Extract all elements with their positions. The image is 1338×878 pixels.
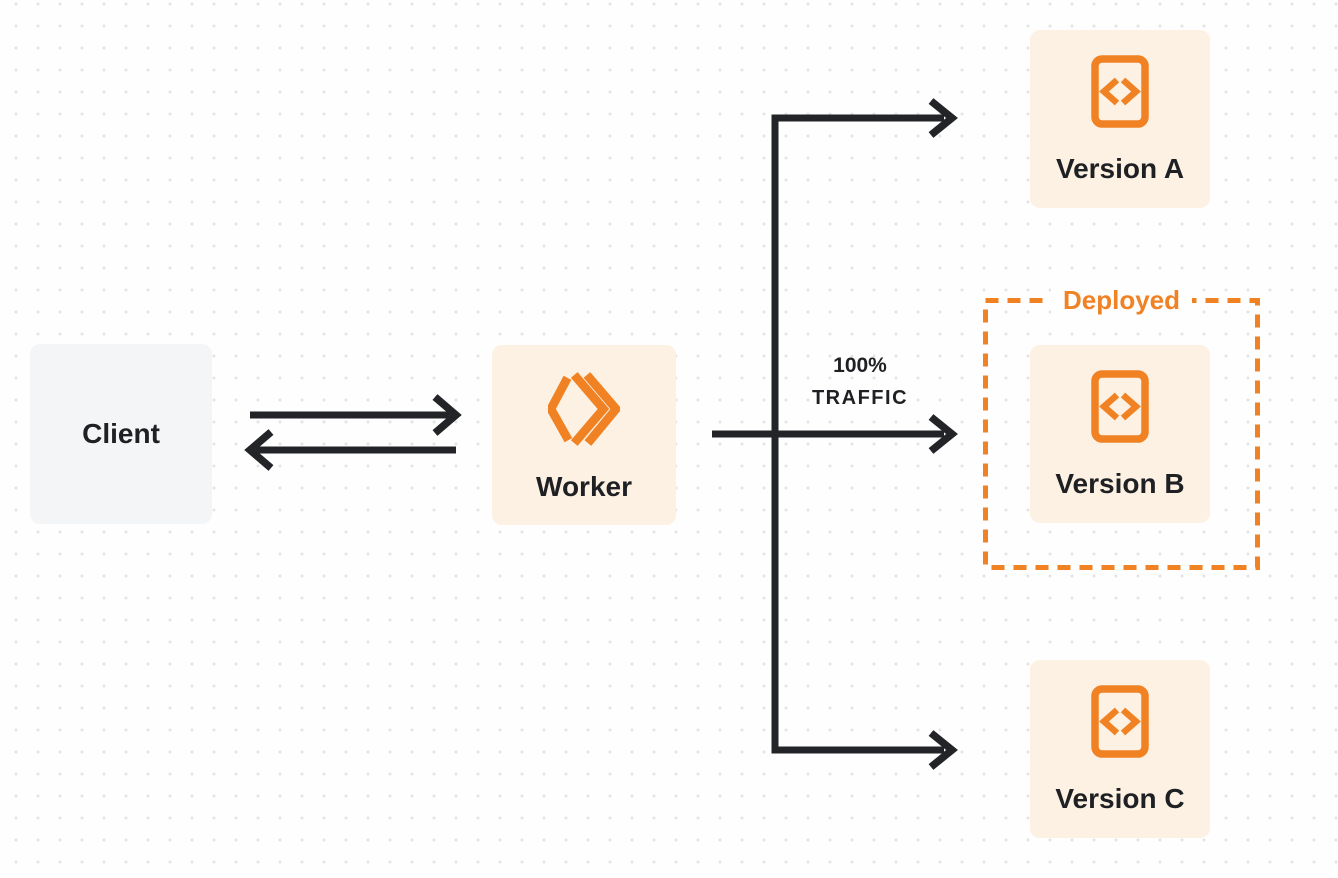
client-to-worker-arrow xyxy=(250,394,462,436)
arrowhead-version-a xyxy=(928,98,958,138)
arrowhead-version-c xyxy=(928,730,958,770)
traffic-annotation: 100% TRAFFIC xyxy=(780,349,940,415)
deployed-tag: Deployed xyxy=(1050,283,1193,317)
node-client: Client xyxy=(30,344,212,524)
traffic-word: TRAFFIC xyxy=(811,387,909,409)
arrowhead-version-b xyxy=(928,414,958,454)
code-file-icon xyxy=(1091,685,1149,758)
client-label: Client xyxy=(82,418,160,449)
node-version-c: Version C xyxy=(1030,660,1210,838)
code-file-icon xyxy=(1091,370,1149,443)
deployed-tag-wrap: Deployed xyxy=(985,283,1258,334)
worker-to-client-arrow xyxy=(244,429,456,471)
node-version-a: Version A xyxy=(1030,30,1210,208)
traffic-percent: 100% xyxy=(833,354,887,377)
version-c-label: Version C xyxy=(1055,783,1185,814)
worker-branch-lines xyxy=(712,114,944,754)
version-b-label: Version B xyxy=(1055,468,1185,499)
node-worker: Worker xyxy=(492,345,676,525)
worker-label: Worker xyxy=(536,471,632,502)
version-a-label: Version A xyxy=(1055,153,1185,184)
node-version-b: Version B xyxy=(1030,345,1210,523)
code-file-icon xyxy=(1091,55,1149,128)
workers-logo-icon xyxy=(545,372,622,446)
